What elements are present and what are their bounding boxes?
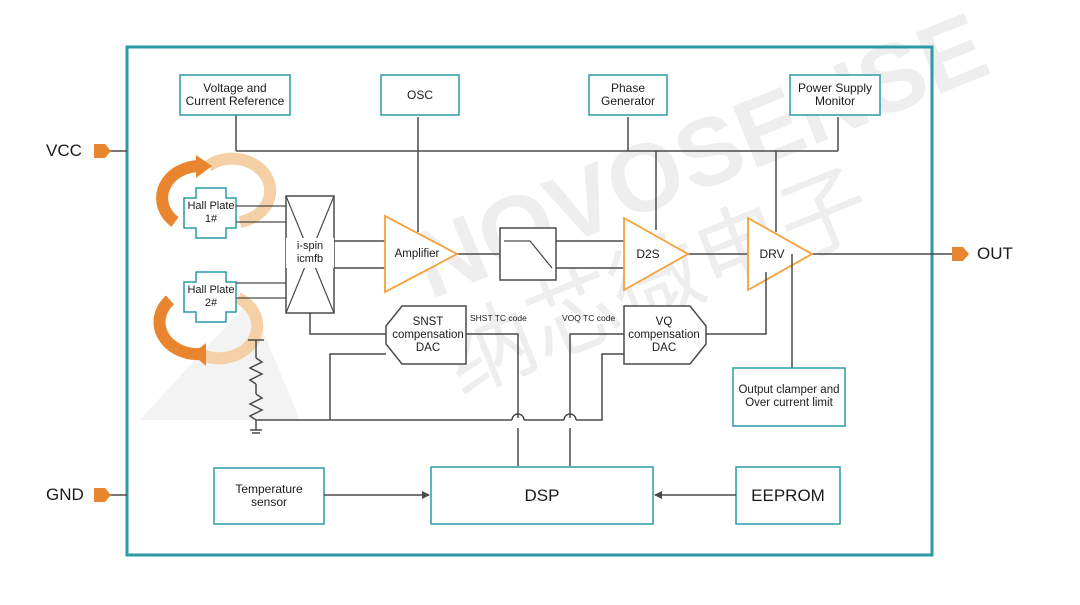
- dsp-block: [430, 466, 654, 525]
- rotation-arrow-1-icon: [156, 152, 277, 228]
- chip-frame: [125, 45, 934, 557]
- out-pin-icon: [952, 247, 969, 261]
- gnd-pin-icon: [94, 488, 111, 502]
- supply-bus: [235, 114, 839, 232]
- snst-dac-block: [385, 305, 467, 365]
- vcc-pin-icon: [94, 144, 111, 158]
- filter-block: [499, 227, 557, 281]
- d2s-triangle: [623, 216, 690, 292]
- drv-triangle: [747, 216, 814, 292]
- rotation-arrow-2-icon: [153, 292, 264, 366]
- eeprom-block: [735, 466, 841, 525]
- hall-plate-2-icon: [183, 271, 237, 323]
- phase-gen-block: [588, 74, 668, 116]
- vq-dac-block: [623, 305, 707, 365]
- temp-sensor-block: [213, 467, 325, 525]
- voltage-ref-block: [179, 74, 291, 116]
- output-clamper-block: [732, 367, 846, 427]
- osc-block: [380, 74, 460, 116]
- psu-monitor-block: [789, 74, 881, 116]
- amplifier-triangle: [384, 214, 459, 294]
- hall-plate-1-icon: [183, 187, 237, 239]
